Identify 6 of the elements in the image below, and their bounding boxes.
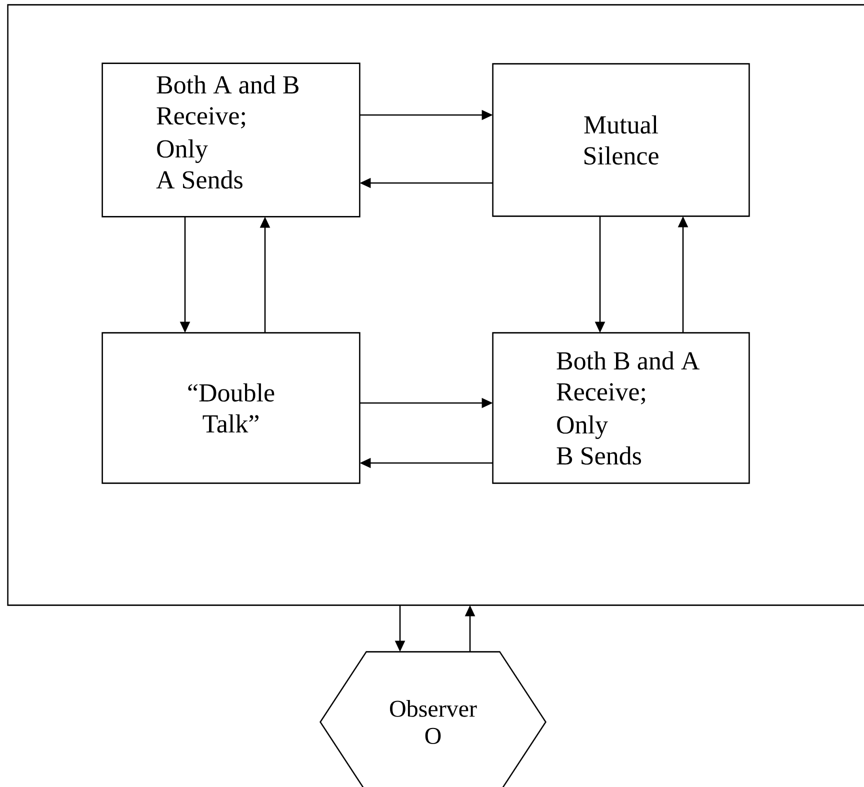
observer-hexagon: Observer O [320,651,546,787]
state-box: Mutual Silence [492,63,750,217]
state-box: Both B and A Receive; Only B Sends [492,332,750,484]
state-box: Both A and B Receive; Only A Sends [102,62,360,218]
state-box: “Double Talk” [102,332,360,484]
outer-box [7,4,864,606]
